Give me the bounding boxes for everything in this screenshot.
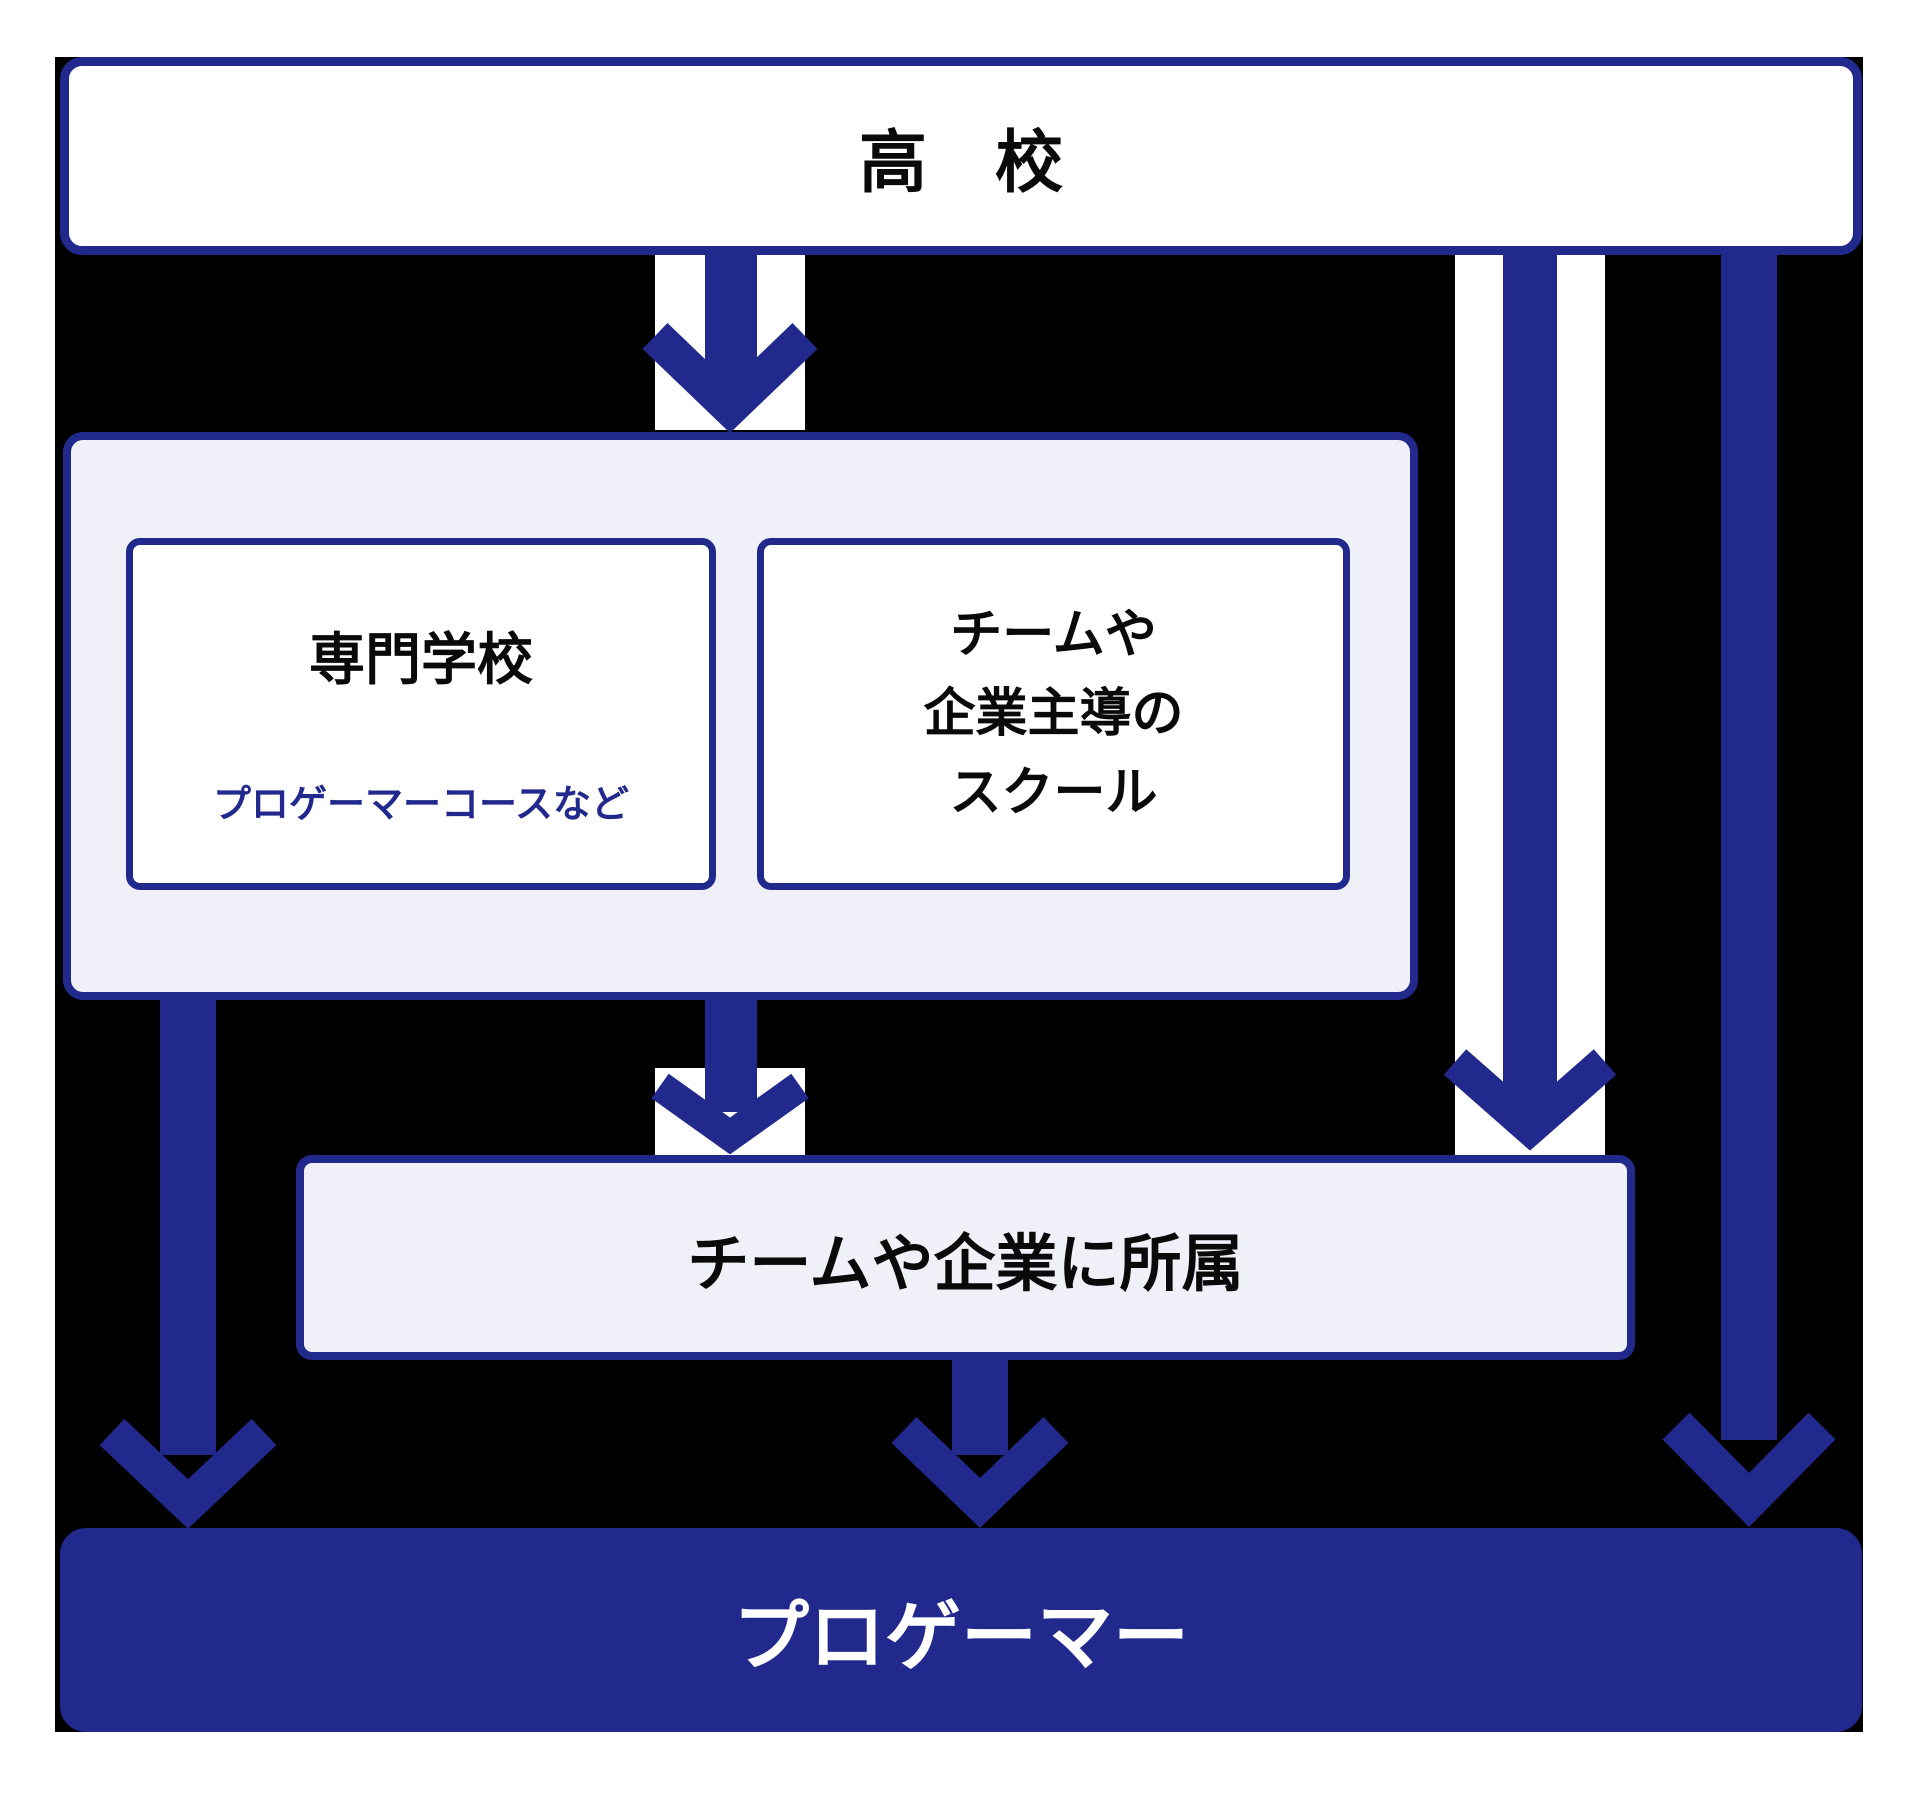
- node-vocational-school-note: プロゲーマーコースなど: [212, 782, 630, 826]
- node-team-company-affiliation: チームや企業に所属: [296, 1155, 1635, 1360]
- node-pro-gamer-label: プロゲーマー: [733, 1592, 1189, 1681]
- arrow-head: [642, 323, 818, 433]
- arrow-shaft: [705, 255, 757, 383]
- arrow-highschool-to-schools-icon: [642, 255, 818, 433]
- arrow-head: [1443, 1049, 1617, 1151]
- arrow-shaft: [1503, 255, 1557, 1111]
- arrow-shaft: [952, 1360, 1008, 1455]
- arrow-highschool-to-progamer-icon: [1662, 255, 1836, 1528]
- node-vocational-school: 専門学校 プロゲーマーコースなど: [126, 538, 716, 890]
- arrow-schools-to-affiliation-icon: [651, 1000, 809, 1155]
- arrow-schools-to-progamer-icon: [99, 1000, 277, 1529]
- node-team-company-school: チームや 企業主導の スクール: [757, 538, 1350, 890]
- node-vocational-school-title: 専門学校: [309, 628, 533, 693]
- arrow-head: [651, 1073, 809, 1155]
- node-pro-gamer: プロゲーマー: [60, 1528, 1862, 1732]
- arrow-head: [99, 1418, 277, 1529]
- arrow-head: [891, 1417, 1069, 1528]
- arrow-affiliation-to-progamer-icon: [891, 1360, 1069, 1528]
- arrow-highschool-to-affiliation-icon: [1443, 255, 1617, 1155]
- arrow-shaft: [1721, 255, 1777, 1440]
- arrow-head: [1662, 1412, 1836, 1528]
- node-highschool: 高 校: [60, 57, 1862, 255]
- node-highschool-label: 高 校: [858, 123, 1063, 203]
- arrow-shaft: [160, 1000, 216, 1455]
- node-team-company-school-label: チームや 企業主導の スクール: [923, 604, 1184, 823]
- node-team-company-affiliation-label: チームや企業に所属: [687, 1226, 1244, 1300]
